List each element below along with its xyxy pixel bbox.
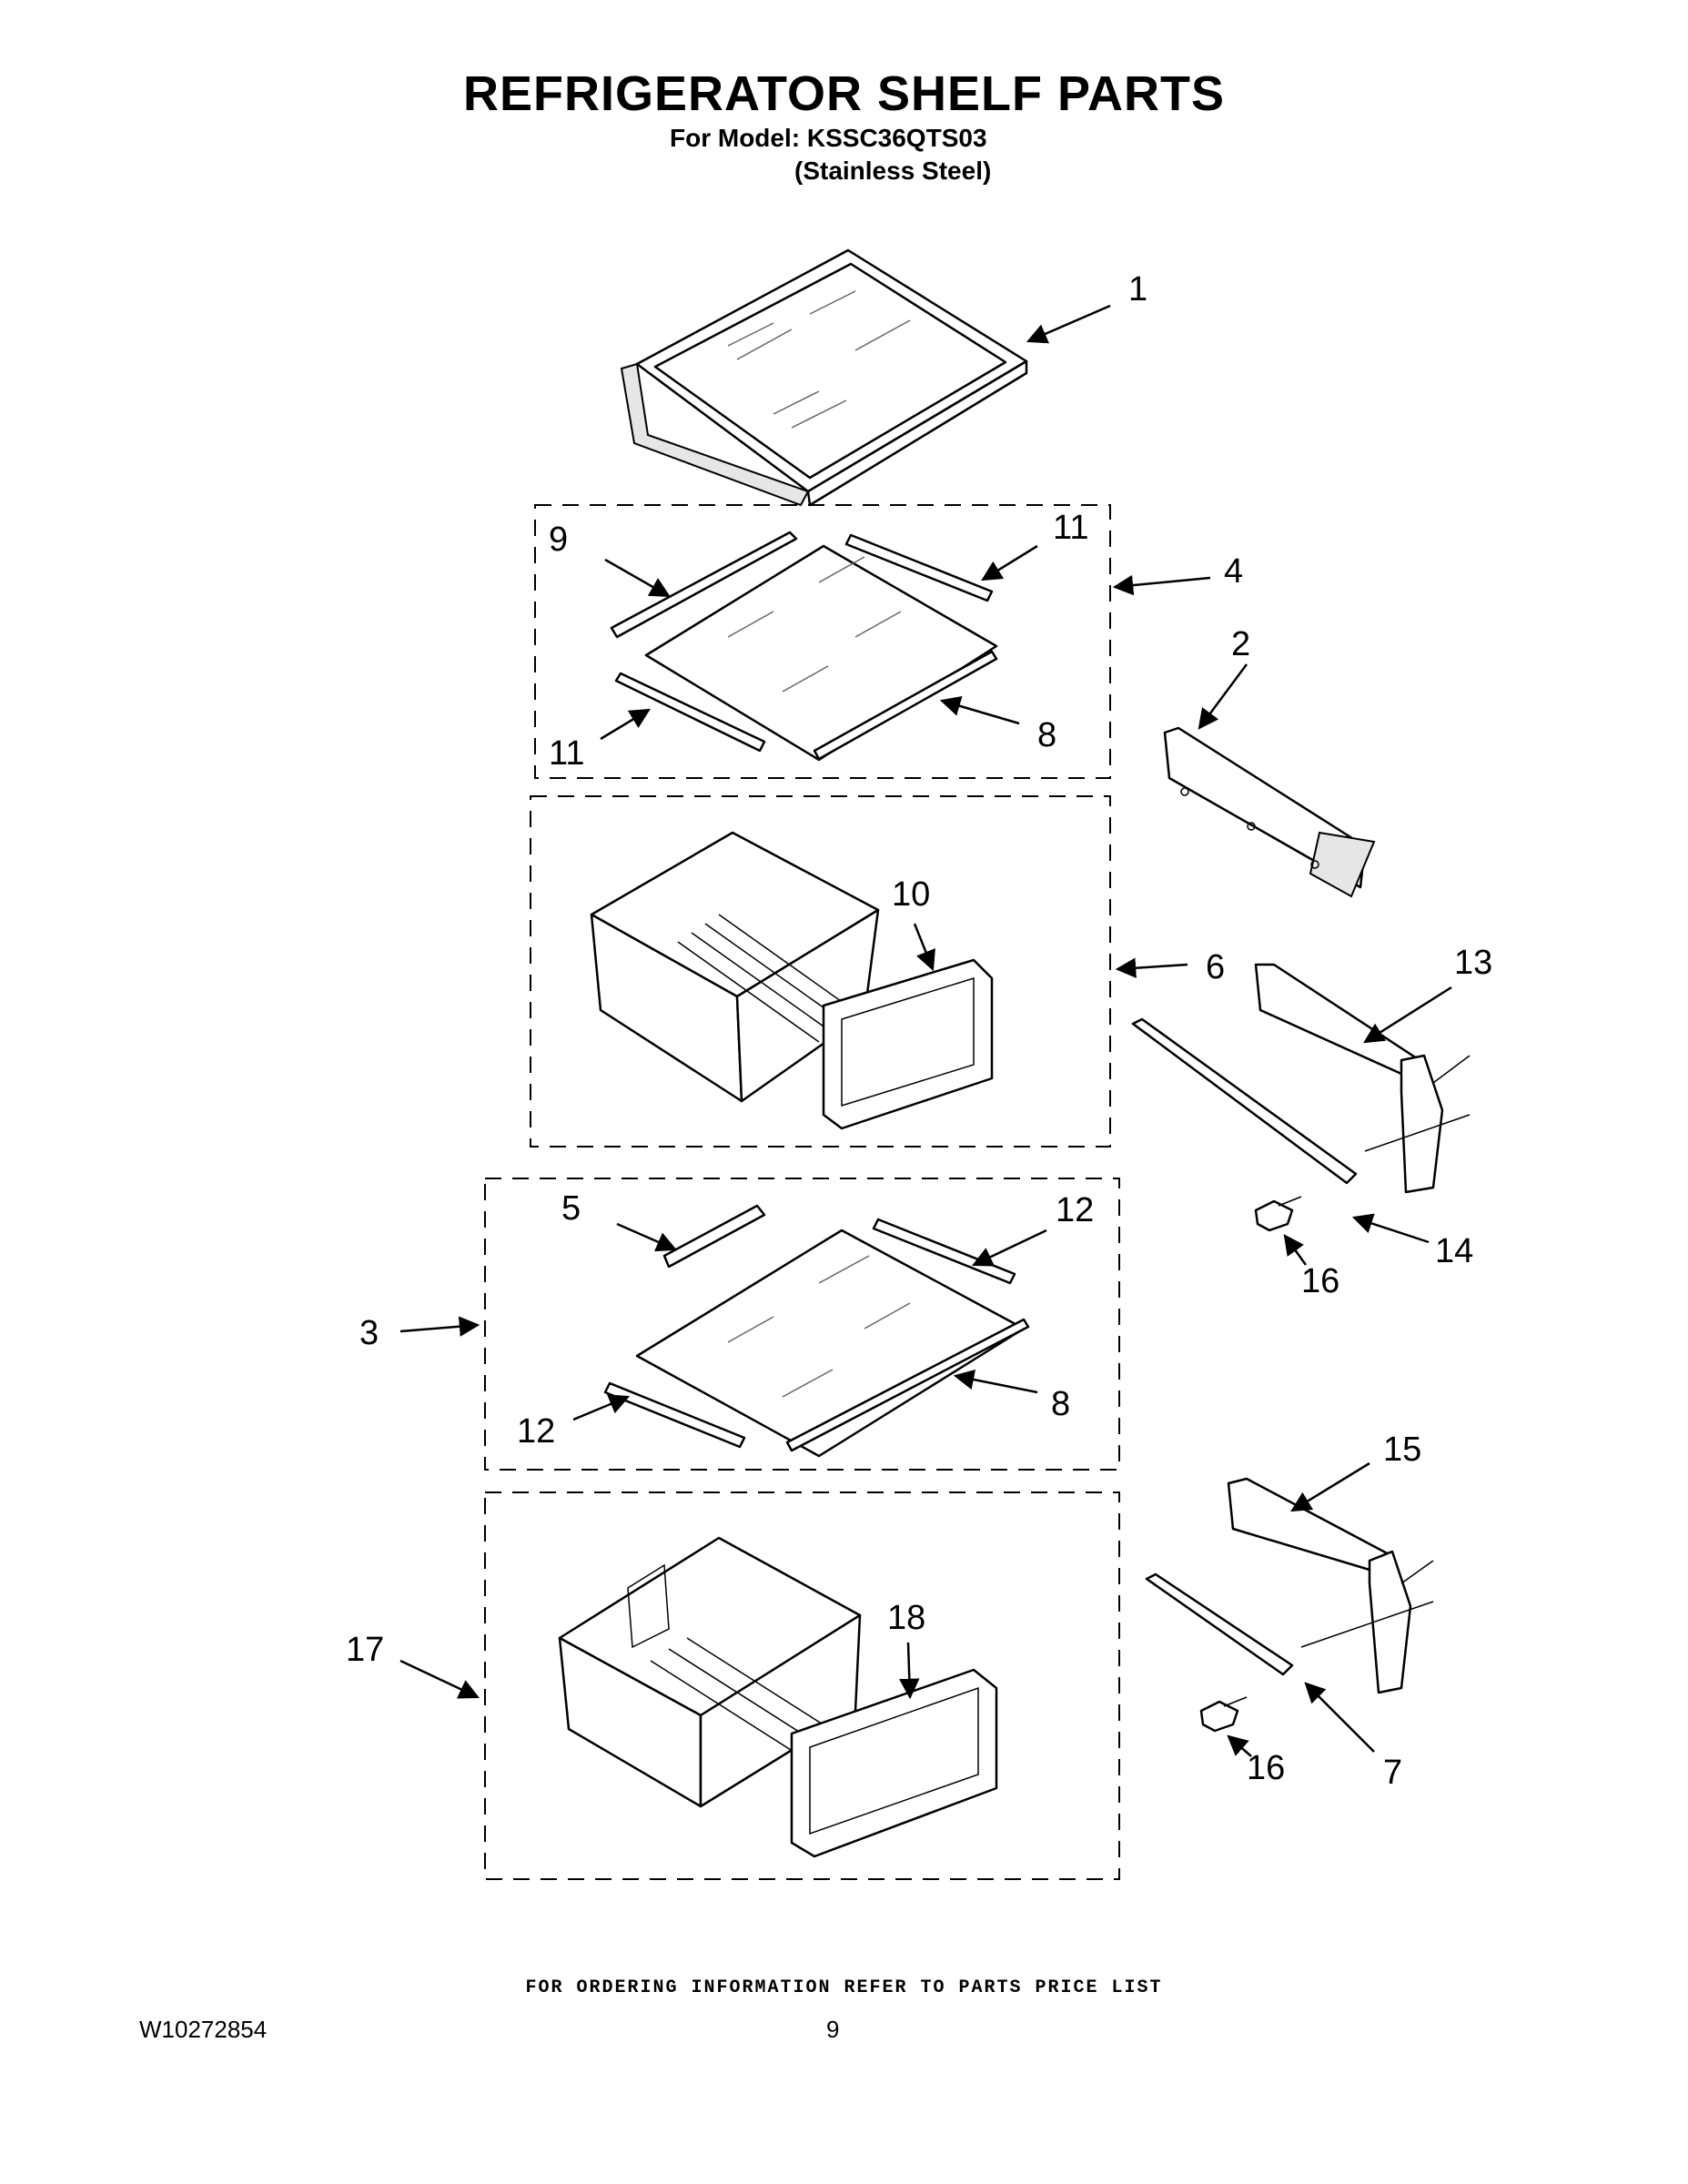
callout-14: 14 (1435, 1232, 1473, 1270)
shelf-trim-5 (662, 1204, 766, 1269)
model-line: For Model: KSSC36QTS03 (670, 124, 987, 152)
callout-11-upper: 11 (1053, 509, 1088, 547)
finish-line: (Stainless Steel) (794, 157, 992, 185)
page-title: REFRIGERATOR SHELF PARTS (462, 66, 1226, 121)
callout-12-upper: 12 (1056, 1191, 1094, 1229)
shelf-kit-box-3 (484, 1178, 1120, 1471)
rail-assembly-upper (1131, 963, 1471, 1194)
callout-12-lower: 12 (517, 1412, 555, 1451)
cover-support-2 (1163, 726, 1376, 898)
callout-1-leader (1026, 304, 1111, 344)
shelf-trim-12-left (603, 1381, 746, 1449)
callout-15: 15 (1383, 1431, 1421, 1469)
shelf-trim-11-right (844, 533, 994, 602)
callout-8-upper: 8 (1037, 716, 1056, 754)
callout-3: 3 (359, 1314, 379, 1352)
ordering-note: FOR ORDERING INFORMATION REFER TO PARTS … (525, 1977, 1163, 1998)
callout-2: 2 (1231, 625, 1250, 663)
lower-crisper-pan (558, 1536, 862, 1808)
document-number: W10272854 (139, 2016, 268, 2043)
screw-16-lower (1199, 1696, 1248, 1733)
callout-10: 10 (892, 875, 930, 914)
shelf-trim-11-left (614, 672, 766, 753)
screw-16-upper (1254, 1196, 1302, 1232)
top-shelf-assembly (620, 248, 1028, 507)
callout-13: 13 (1454, 944, 1492, 982)
callout-1: 1 (1128, 270, 1147, 308)
rail-assembly-lower (1145, 1477, 1434, 1694)
callout-9: 9 (549, 521, 568, 559)
callout-5: 5 (561, 1189, 581, 1228)
callout-7: 7 (1383, 1754, 1402, 1792)
shelf-trim-9 (610, 531, 798, 639)
callout-16-lower: 16 (1247, 1749, 1285, 1787)
glass-shelf-upper (610, 531, 998, 762)
shelf-kit-box-4 (534, 504, 1111, 779)
crisper-box-17 (484, 1491, 1120, 1880)
callout-17: 17 (346, 1631, 384, 1669)
crisper-front-10 (822, 958, 994, 1130)
callout-16-upper: 16 (1301, 1262, 1339, 1300)
callout-4: 4 (1224, 552, 1243, 591)
callout-11-lower: 11 (549, 734, 584, 773)
crisper-front-18 (790, 1668, 998, 1858)
shelf-trim-8-lower (785, 1318, 1030, 1452)
callout-6: 6 (1206, 948, 1225, 986)
shelf-trim-12-right (872, 1218, 1016, 1285)
upper-crisper-pan (590, 831, 880, 1103)
shelf-trim-8-upper (813, 650, 998, 761)
page-number: 9 (826, 2016, 840, 2043)
callout-8-lower: 8 (1051, 1385, 1070, 1423)
glass-shelf-lower (603, 1204, 1030, 1458)
callout-18: 18 (887, 1599, 925, 1637)
